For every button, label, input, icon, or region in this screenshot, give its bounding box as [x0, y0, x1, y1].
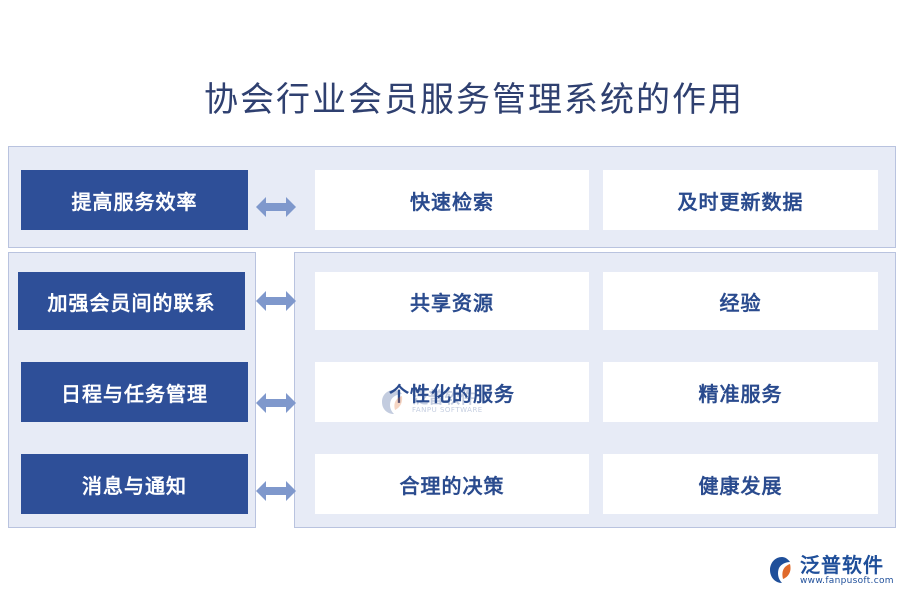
effect-box-1b: 及时更新数据 [603, 170, 878, 230]
function-box-4: 消息与通知 [21, 454, 248, 514]
double-arrow-icon [256, 393, 296, 413]
effect-box-1a: 快速检索 [315, 170, 589, 230]
function-box-1: 提高服务效率 [21, 170, 248, 230]
effect-box-3a: 个性化的服务 [315, 362, 589, 422]
function-box-2: 加强会员间的联系 [18, 272, 245, 330]
effect-box-2b: 经验 [603, 272, 878, 330]
double-arrow-icon [256, 291, 296, 311]
brand-logo: 泛普软件 www.fanpusoft.com [768, 554, 894, 586]
fanpu-logo-icon [770, 557, 791, 583]
effect-box-4a: 合理的决策 [315, 454, 589, 514]
brand-name: 泛普软件 [800, 553, 884, 577]
effect-box-2a: 共享资源 [315, 272, 589, 330]
double-arrow-icon [256, 197, 296, 217]
diagram-title: 协会行业会员服务管理系统的作用 [204, 80, 744, 120]
effect-box-4b: 健康发展 [603, 454, 878, 514]
function-box-3: 日程与任务管理 [21, 362, 248, 422]
brand-url: www.fanpusoft.com [800, 576, 894, 586]
double-arrow-icon [256, 481, 296, 501]
effect-box-3b: 精准服务 [603, 362, 878, 422]
